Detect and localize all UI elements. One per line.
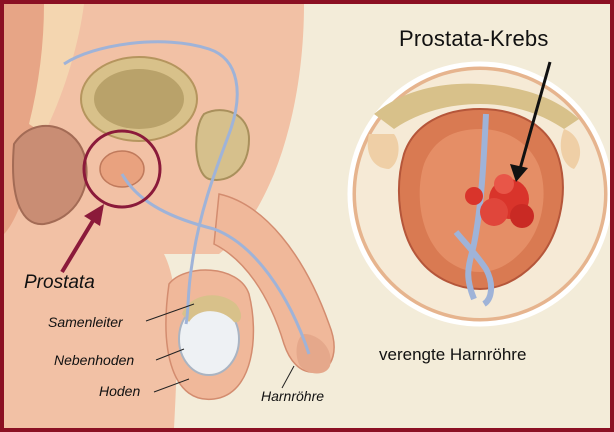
harnroehre-label: Harnröhre (261, 388, 324, 404)
samenleiter-label: Samenleiter (48, 314, 123, 330)
prostata-label: Prostata (24, 272, 95, 294)
prostate-gland (100, 151, 144, 187)
prostata-krebs-label: Prostata-Krebs (399, 26, 549, 52)
hoden-label: Hoden (99, 383, 140, 399)
bladder-inner (94, 69, 184, 129)
nebenhoden-label: Nebenhoden (54, 352, 134, 368)
verengte-harnroehre-label: verengte Harnröhre (379, 345, 526, 365)
harnroehre-leader (282, 366, 294, 388)
